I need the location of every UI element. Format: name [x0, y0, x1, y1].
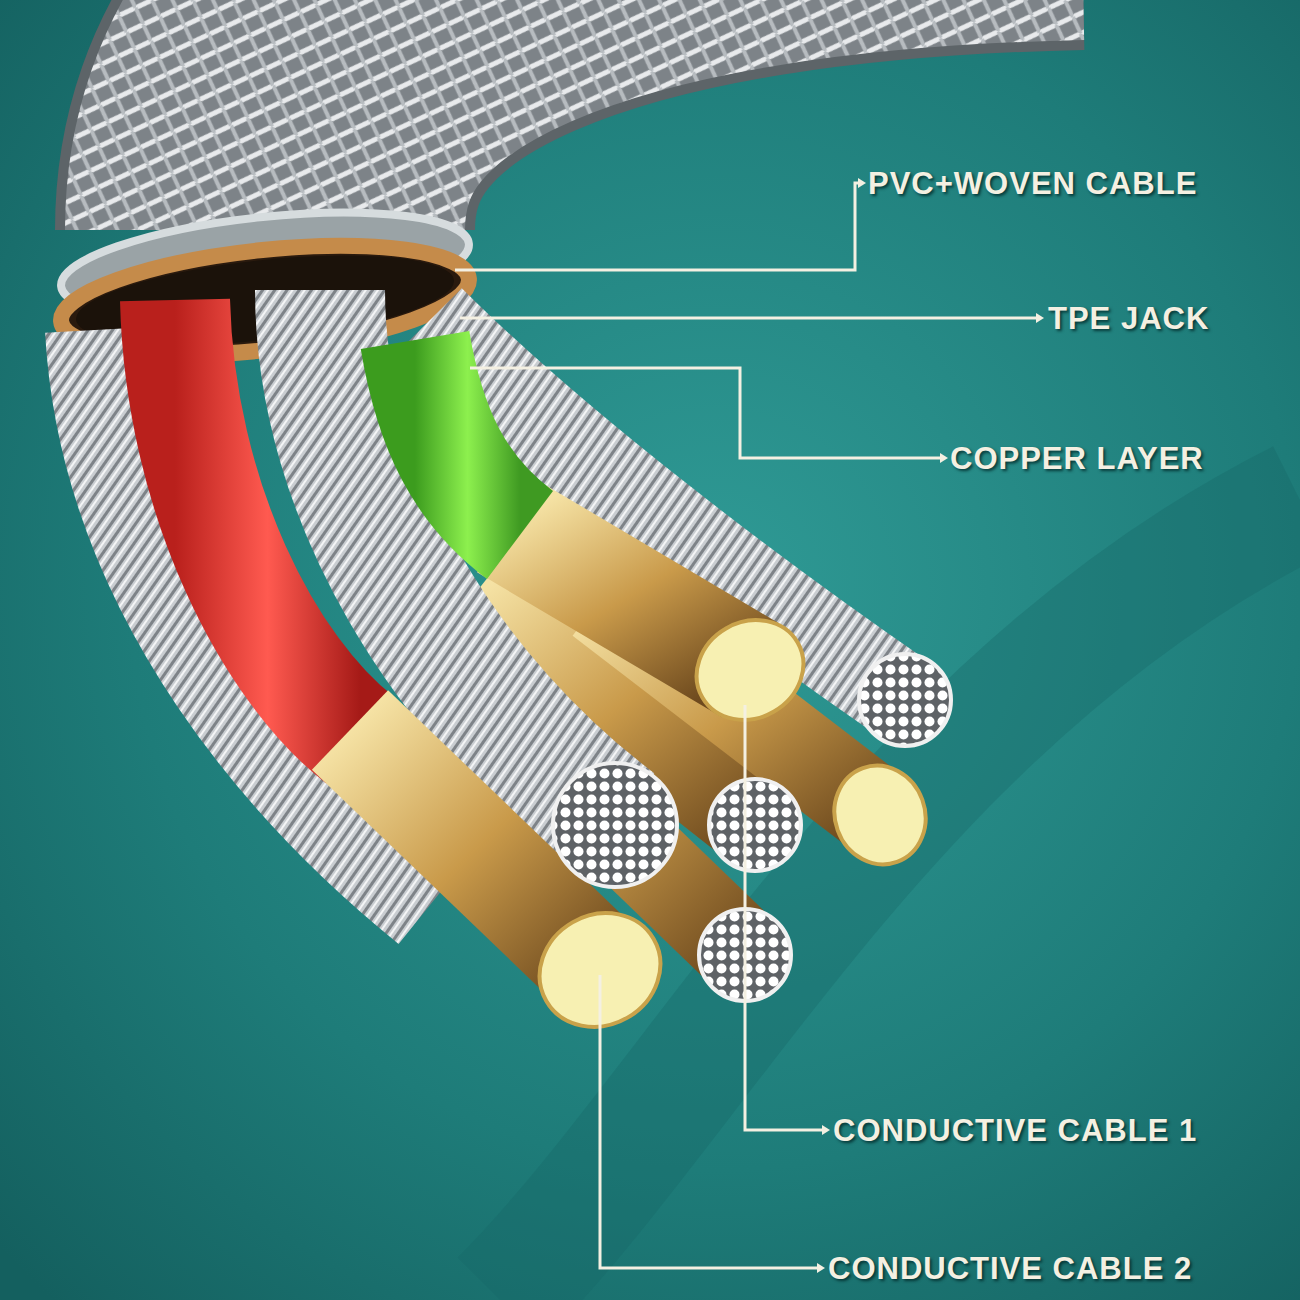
callout-label: COPPER LAYER	[950, 443, 1204, 474]
callout-label: PVC+WOVEN CABLE	[868, 168, 1197, 199]
leader-tips	[817, 178, 1044, 1273]
callout-label: CONDUCTIVE CABLE 1	[833, 1115, 1197, 1146]
leader-lines	[455, 183, 1040, 1268]
callout-label: CONDUCTIVE CABLE 2	[828, 1253, 1192, 1284]
callout-label: TPE JACK	[1048, 303, 1209, 334]
